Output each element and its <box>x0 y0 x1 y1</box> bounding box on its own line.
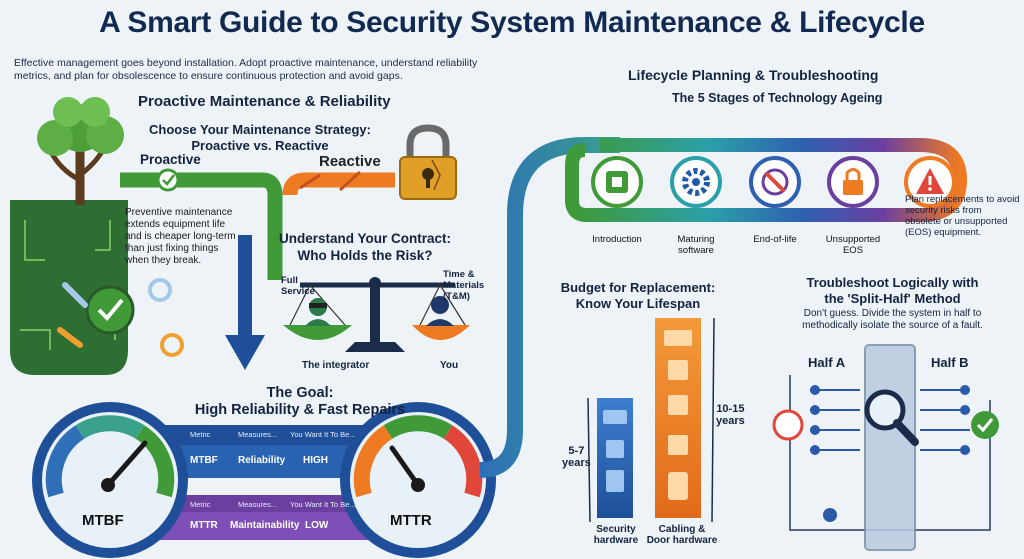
section-heading-maintenance: Proactive Maintenance & Reliability <box>138 93 391 110</box>
mttr-gauge-label: MTTR <box>390 512 432 529</box>
mttr-row-measures: Maintainability <box>230 520 300 531</box>
lifespan-bars <box>587 317 715 523</box>
bar-label-cabling: Cabling &Door hardware <box>646 524 718 546</box>
stage-introduction: Introduction <box>592 234 642 245</box>
mtbf-row-metric: MTBF <box>190 455 218 466</box>
troubleshoot-text: Don't guess. Divide the system in half t… <box>802 308 983 331</box>
lifecycle-subheading: The 5 Stages of Technology Ageing <box>672 91 883 105</box>
balance-scale-icon <box>283 277 470 352</box>
you-label: You <box>440 360 459 371</box>
mttr-header-metric: Metric <box>190 500 211 509</box>
mtbf-header-want: You Want It To Be... <box>290 430 356 439</box>
mtbf-gauge-icon <box>32 402 188 558</box>
goal-heading: The Goal: High Reliability & Fast Repair… <box>194 385 406 418</box>
integrator-label: The integrator <box>302 360 370 371</box>
half-b-label: Half B <box>931 355 969 370</box>
mttr-row-metric: MTTR <box>190 520 218 531</box>
tree-circuit-icon <box>10 97 184 375</box>
mttr-header-measures: Measures... <box>238 500 278 509</box>
split-half-diagram <box>772 344 999 551</box>
stage-icons <box>591 156 956 208</box>
mtbf-row-measures: Reliability <box>238 455 286 466</box>
proactive-label: Proactive <box>140 152 201 167</box>
page-title: A Smart Guide to Security System Mainten… <box>99 6 925 39</box>
stage-end-of-life: End-of-life <box>753 234 797 245</box>
intro-text: Effective management goes beyond install… <box>14 57 478 82</box>
section-heading-lifecycle: Lifecycle Planning & Troubleshooting <box>628 67 879 83</box>
mtbf-header-metric: Metric <box>190 430 211 439</box>
preventive-text: Preventive maintenance extends equipment… <box>125 207 236 266</box>
mtbf-row-want: HIGH <box>303 455 328 466</box>
mttr-row-want: LOW <box>305 520 329 531</box>
half-a-label: Half A <box>808 355 846 370</box>
contract-heading: Understand Your Contract: Who Holds the … <box>278 231 451 263</box>
time-materials-label: Time &Materials(T&M) <box>443 269 485 302</box>
budget-heading: Budget for Replacement: Know Your Lifesp… <box>560 280 716 311</box>
troubleshoot-heading: Troubleshoot Logically with the 'Split-H… <box>806 275 979 306</box>
strategy-heading: Choose Your Maintenance Strategy: Proact… <box>148 122 371 153</box>
mttr-gauge-icon <box>340 402 496 558</box>
reactive-label: Reactive <box>319 153 381 170</box>
mtbf-header-measures: Measures... <box>238 430 278 439</box>
mttr-header-want: You Want It To Be... <box>290 500 356 509</box>
plan-replacements-text: Plan replacements to avoid security risk… <box>905 194 1020 238</box>
mtbf-gauge-label: MTBF <box>82 512 124 529</box>
broken-lock-icon <box>399 124 457 200</box>
